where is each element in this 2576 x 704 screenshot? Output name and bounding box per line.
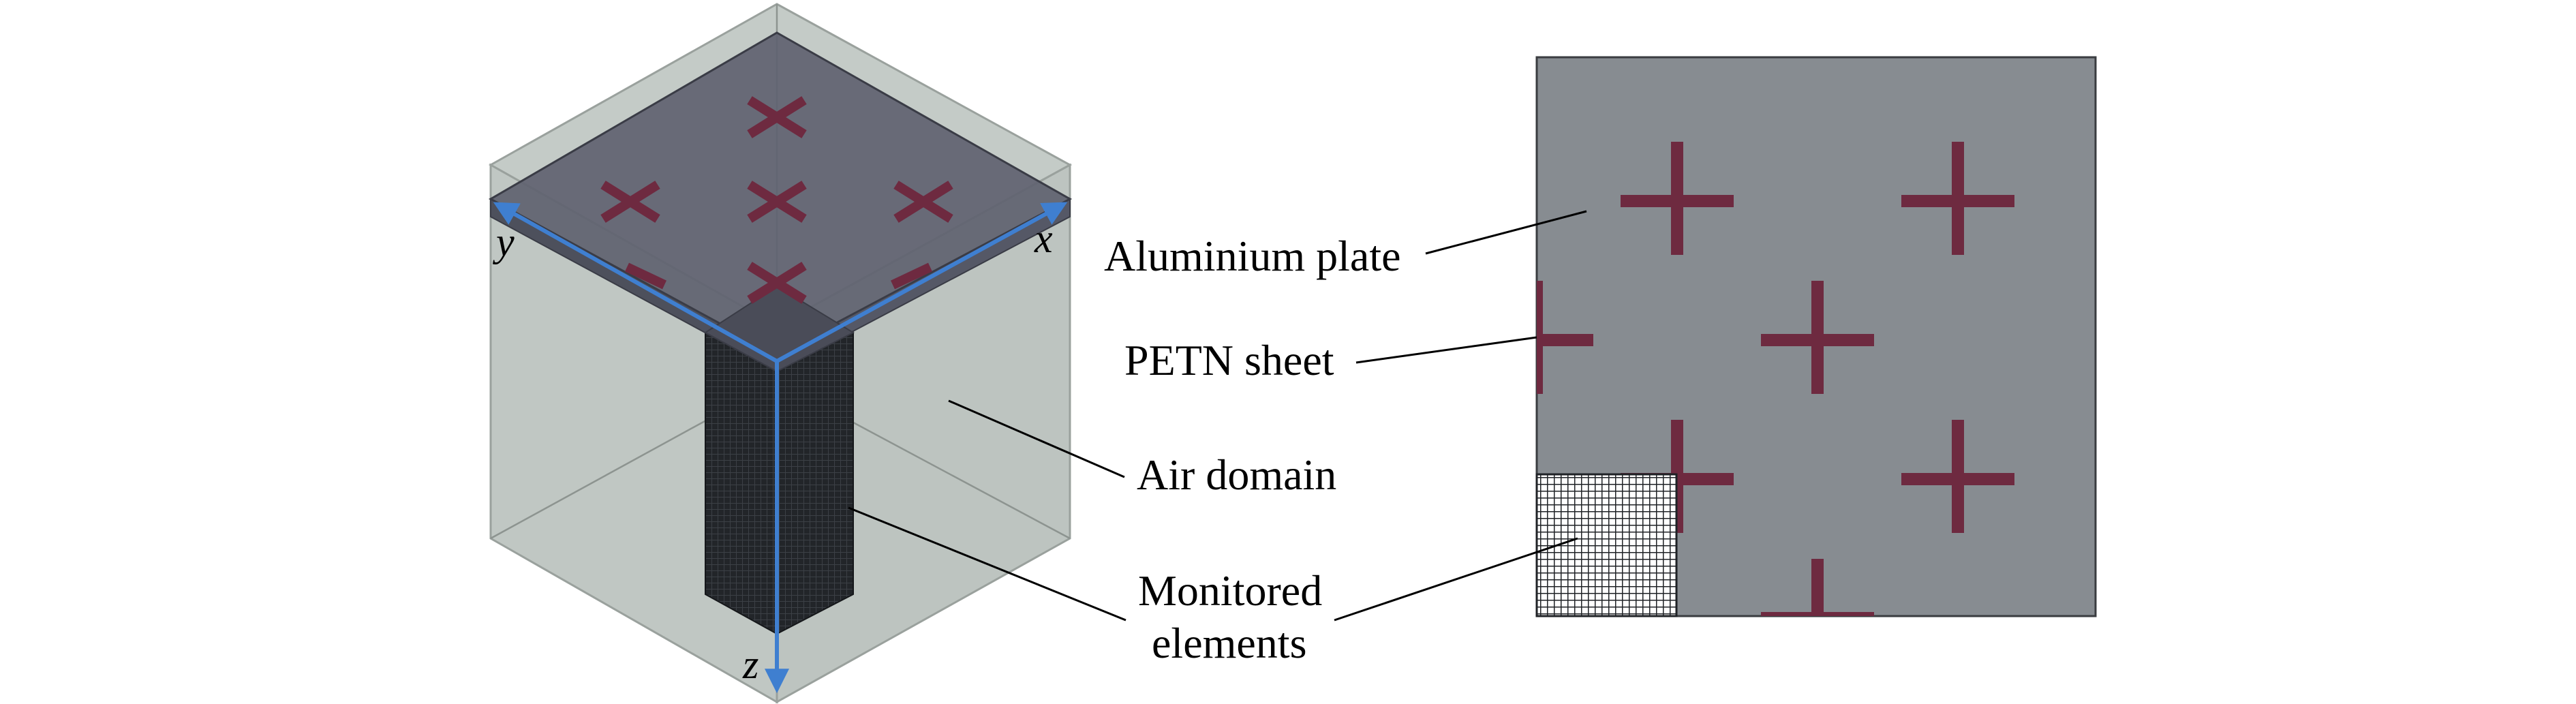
petn-cross-front-6 (1901, 420, 2014, 533)
petn-cross-front-4 (1761, 281, 1874, 394)
label-monitored-line1: Monitored (1138, 566, 1322, 615)
petn-cross-iso-2 (600, 181, 660, 223)
isometric-model: y x z (488, 3, 1073, 704)
petn-cross-iso-1 (747, 96, 807, 138)
label-aluminium-plate: Aluminium plate (1104, 232, 1401, 280)
petn-cross-iso-5 (747, 262, 807, 304)
leader-monitored-right (1334, 537, 1578, 622)
petn-cross-front-1 (1621, 142, 1734, 255)
leader-aluminium-plate (1425, 210, 1587, 255)
petn-cross-front-8 (1761, 559, 1874, 616)
petn-cross-front-2 (1901, 142, 2014, 255)
petn-cross-iso-4 (893, 181, 953, 223)
leader-lines (848, 210, 1587, 622)
leader-air-domain (948, 399, 1125, 478)
leader-monitored-left (848, 506, 1126, 622)
x-axis-line (776, 202, 1068, 363)
axes (493, 202, 1068, 694)
petn-crosses-iso (600, 96, 953, 304)
leader-petn-sheet (1355, 336, 1537, 364)
y-axis-line (493, 202, 778, 363)
monitored-column-left-face (705, 331, 778, 635)
petn-cross-iso-6 (625, 262, 666, 290)
y-axis-label: y (492, 219, 515, 264)
z-axis-label: z (742, 642, 758, 687)
x-axis-label: x (1034, 216, 1053, 261)
label-air-domain: Air domain (1137, 450, 1336, 499)
petn-cross-iso-7 (891, 262, 932, 290)
petn-cross-iso-3 (747, 181, 807, 223)
label-monitored-line2: elements (1152, 619, 1306, 667)
front-view (1535, 56, 2097, 617)
monitored-column-right-face (776, 331, 854, 635)
petn-cross-front-3 (1537, 281, 1593, 394)
label-petn-sheet: PETN sheet (1124, 336, 1334, 384)
